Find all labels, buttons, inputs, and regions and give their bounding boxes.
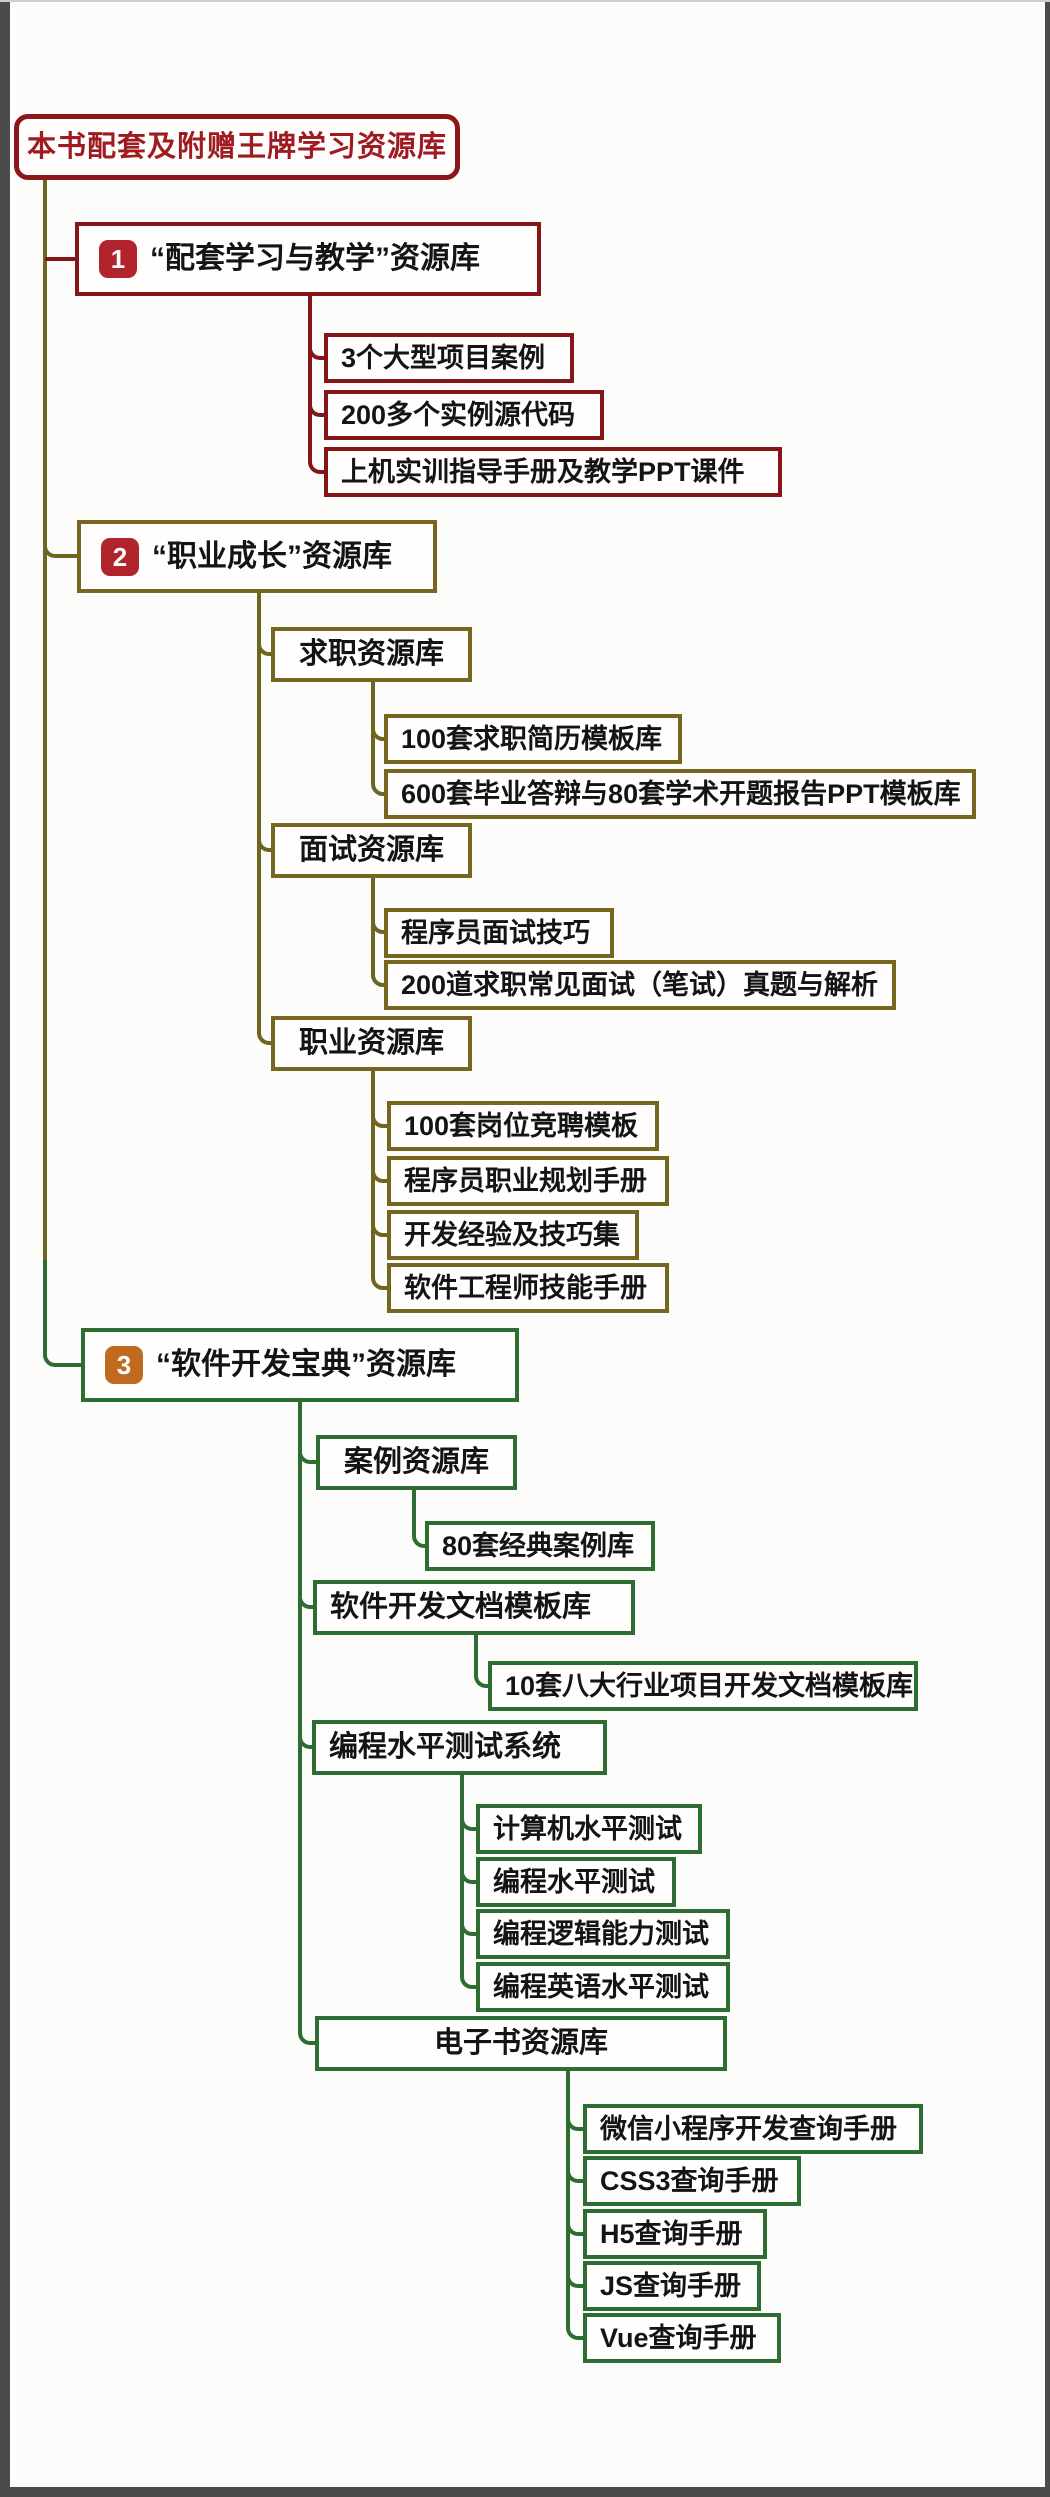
leaf-label: 编程英语水平测试	[493, 1971, 709, 2002]
leaf-label: 600套毕业答辩与80套学术开题报告PPT模板库	[401, 778, 961, 809]
connector	[308, 296, 324, 474]
branch-2-badge: 2	[101, 537, 139, 576]
leaf-dev-experience: 开发经验及技巧集	[387, 1210, 639, 1260]
connector	[371, 1071, 387, 1290]
leaf-label: 80套经典案例库	[442, 1530, 635, 1561]
node-job-seeking-library: 求职资源库	[271, 627, 472, 682]
leaf-label: 100套求职简历模板库	[401, 723, 663, 754]
leaf-classic-cases: 80套经典案例库	[425, 1521, 655, 1571]
mid-label: 编程水平测试系统	[329, 1731, 562, 1763]
mid-label: 电子书资源库	[433, 2027, 608, 2059]
leaf-resume-templates: 100套求职简历模板库	[384, 714, 682, 764]
node-ebook-library: 电子书资源库	[315, 2016, 727, 2071]
leaf-industry-doc-templates: 10套八大行业项目开发文档模板库	[488, 1661, 918, 1711]
branch-1-label: “配套学习与教学”资源库	[150, 242, 480, 275]
leaf-label: 微信小程序开发查询手册	[600, 2113, 897, 2144]
branch-3-badge: 3	[105, 1346, 143, 1384]
leaf-label: 编程水平测试	[493, 1866, 655, 1897]
connector	[371, 682, 384, 796]
leaf-css3-handbook: CSS3查询手册	[583, 2156, 801, 2206]
leaf-computer-test: 计算机水平测试	[476, 1804, 702, 1854]
page-edge-top	[0, 0, 1050, 2]
node-interview-library: 面试资源库	[271, 823, 472, 878]
leaf-label: 100套岗位竞聘模板	[404, 1110, 639, 1141]
leaf-label: CSS3查询手册	[600, 2165, 779, 2196]
leaf-js-handbook: JS查询手册	[583, 2261, 761, 2311]
page-edge-bottom	[0, 2487, 1050, 2497]
leaf-label: 200道求职常见面试（笔试）真题与解析	[401, 969, 879, 1000]
leaf-label: JS查询手册	[600, 2270, 742, 2301]
connector	[566, 2071, 583, 2340]
leaf-label: H5查询手册	[600, 2218, 743, 2249]
mid-label: 求职资源库	[298, 638, 444, 670]
leaf-project-cases: 3个大型项目案例	[324, 333, 574, 383]
leaf-label: 200多个实例源代码	[341, 399, 576, 430]
connector-trunk-branch3	[43, 1260, 81, 1367]
mid-label: 职业资源库	[298, 1027, 444, 1059]
leaf-label: 程序员面试技巧	[401, 917, 590, 948]
leaf-label: 软件工程师技能手册	[404, 1272, 647, 1303]
leaf-label: 计算机水平测试	[493, 1813, 682, 1844]
leaf-label: Vue查询手册	[600, 2322, 757, 2353]
connector-trunk-branch2	[43, 490, 77, 558]
leaf-label: 3个大型项目案例	[341, 342, 546, 373]
branch-1-node: 1 “配套学习与教学”资源库	[75, 222, 541, 296]
root-node: 本书配套及附赠王牌学习资源库	[14, 114, 460, 180]
leaf-h5-handbook: H5查询手册	[583, 2209, 767, 2259]
leaf-logic-test: 编程逻辑能力测试	[476, 1909, 730, 1959]
branch-1-badge: 1	[99, 240, 137, 278]
branch-2-label: “职业成长”资源库	[152, 539, 392, 573]
branch-3-node: 3 “软件开发宝典”资源库	[81, 1328, 519, 1402]
connector	[298, 1402, 316, 2045]
mid-label: 软件开发文档模板库	[330, 1591, 592, 1623]
connector	[412, 1490, 425, 1548]
node-career-library: 职业资源库	[271, 1016, 472, 1071]
branch-3-label: “软件开发宝典”资源库	[156, 1348, 456, 1381]
leaf-interview-skills: 程序员面试技巧	[384, 908, 614, 958]
node-test-system: 编程水平测试系统	[312, 1720, 607, 1775]
leaf-interview-questions: 200道求职常见面试（笔试）真题与解析	[384, 960, 896, 1010]
leaf-miniprogram-handbook: 微信小程序开发查询手册	[583, 2104, 923, 2154]
leaf-programming-test: 编程水平测试	[476, 1857, 676, 1907]
mid-label: 面试资源库	[298, 834, 444, 866]
leaf-defense-ppt-templates: 600套毕业答辩与80套学术开题报告PPT模板库	[384, 769, 976, 819]
leaf-career-planning: 程序员职业规划手册	[387, 1156, 669, 1206]
node-case-library: 案例资源库	[316, 1435, 517, 1490]
connector	[474, 1635, 488, 1688]
connector-trunk-branch1	[45, 257, 75, 261]
leaf-competition-templates: 100套岗位竞聘模板	[387, 1101, 659, 1151]
connector	[257, 593, 271, 1045]
leaf-vue-handbook: Vue查询手册	[583, 2313, 781, 2363]
connector-trunk	[43, 180, 47, 1262]
leaf-english-test: 编程英语水平测试	[476, 1962, 730, 2012]
page-edge-left	[0, 0, 10, 2497]
leaf-label: 程序员职业规划手册	[404, 1165, 647, 1196]
root-label: 本书配套及附赠王牌学习资源库	[26, 130, 447, 163]
leaf-engineer-skills: 软件工程师技能手册	[387, 1263, 669, 1313]
leaf-label: 10套八大行业项目开发文档模板库	[505, 1670, 914, 1701]
node-doc-template-library: 软件开发文档模板库	[313, 1580, 635, 1635]
mid-label: 案例资源库	[343, 1446, 489, 1478]
leaf-label: 上机实训指导手册及教学PPT课件	[341, 456, 745, 487]
leaf-training-manual-ppt: 上机实训指导手册及教学PPT课件	[324, 447, 782, 497]
leaf-label: 开发经验及技巧集	[404, 1219, 620, 1250]
branch-2-node: 2 “职业成长”资源库	[77, 520, 437, 593]
connector	[371, 878, 384, 987]
page-edge-right	[1045, 0, 1050, 2497]
leaf-label: 编程逻辑能力测试	[493, 1918, 709, 1949]
leaf-source-code: 200多个实例源代码	[324, 390, 604, 440]
connector	[460, 1775, 476, 1989]
